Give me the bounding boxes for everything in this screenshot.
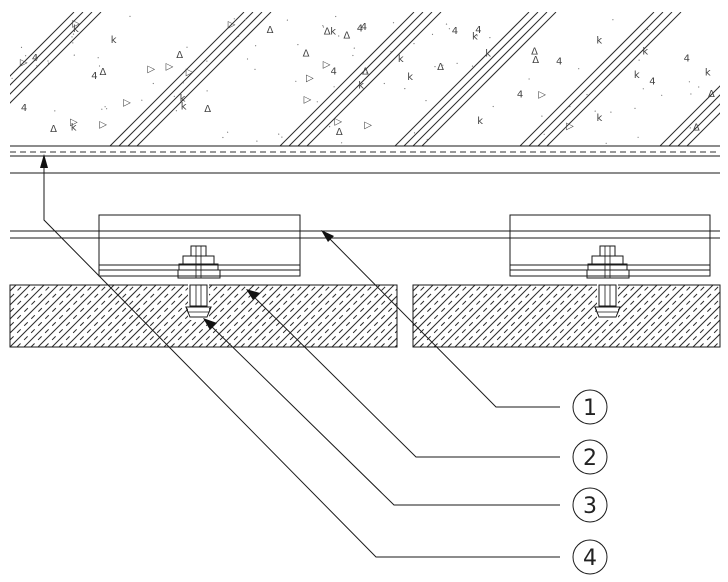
callout-2-number: 2 — [583, 446, 597, 471]
svg-text:Δ: Δ — [336, 127, 343, 138]
svg-text:k: k — [485, 48, 491, 59]
callout-2: 2 — [572, 439, 608, 475]
svg-text:4: 4 — [91, 71, 97, 82]
svg-text:4: 4 — [517, 90, 523, 101]
leader-4-arrowhead — [40, 154, 48, 168]
svg-text:Δ: Δ — [693, 123, 700, 134]
svg-text:4: 4 — [21, 103, 27, 114]
svg-text:4: 4 — [556, 56, 562, 67]
svg-text:Δ: Δ — [437, 62, 444, 73]
svg-text:▷: ▷ — [186, 67, 194, 78]
svg-text:▷: ▷ — [323, 59, 331, 70]
callout-1: 1 — [572, 389, 608, 425]
svg-text:k: k — [597, 113, 603, 124]
leader-1-arrowhead — [321, 230, 334, 242]
svg-text:▷: ▷ — [72, 18, 80, 29]
svg-text:4: 4 — [357, 23, 363, 34]
svg-text:Δ: Δ — [204, 104, 211, 115]
callout-4: 4 — [572, 539, 608, 575]
svg-text:▷: ▷ — [147, 64, 155, 75]
svg-text:Δ: Δ — [343, 30, 350, 41]
svg-text:▷: ▷ — [306, 73, 314, 84]
svg-text:Δ: Δ — [532, 55, 539, 66]
svg-text:▷: ▷ — [538, 90, 546, 101]
svg-text:Δ: Δ — [100, 67, 107, 78]
leader-4 — [40, 154, 560, 558]
svg-text:k: k — [181, 101, 187, 112]
callout-3-number: 3 — [583, 494, 597, 519]
board-left — [9, 284, 398, 348]
svg-text:4: 4 — [361, 22, 367, 33]
svg-text:Δ: Δ — [176, 50, 183, 61]
svg-text:k: k — [71, 123, 77, 134]
svg-text:k: k — [596, 35, 602, 46]
svg-text:k: k — [472, 32, 478, 43]
svg-text:4: 4 — [475, 25, 481, 36]
svg-text:▷: ▷ — [566, 121, 574, 132]
leader-3 — [203, 318, 560, 506]
svg-text:Δ: Δ — [50, 124, 57, 135]
svg-text:Δ: Δ — [708, 89, 715, 100]
svg-text:k: k — [477, 116, 483, 127]
leader-3-arrowhead — [203, 318, 217, 330]
svg-text:k: k — [180, 93, 186, 104]
svg-text:Δ: Δ — [267, 25, 274, 36]
svg-text:▷: ▷ — [20, 57, 28, 68]
leader-2-arrowhead — [246, 289, 260, 300]
svg-text:Δ: Δ — [324, 26, 331, 37]
svg-text:4: 4 — [452, 26, 458, 37]
svg-text:k: k — [642, 46, 648, 57]
svg-text:4: 4 — [331, 67, 337, 78]
callout-3: 3 — [572, 487, 608, 523]
svg-text:Δ: Δ — [531, 47, 538, 58]
leader-1 — [321, 230, 560, 408]
svg-text:▷: ▷ — [304, 94, 312, 105]
svg-text:▷: ▷ — [228, 19, 236, 30]
svg-text:k: k — [407, 72, 413, 83]
svg-text:k: k — [634, 70, 640, 81]
slab-hatch — [10, 12, 720, 146]
svg-text:4: 4 — [32, 53, 38, 64]
leader-2 — [246, 289, 560, 458]
svg-text:Δ: Δ — [362, 67, 369, 78]
svg-text:▷: ▷ — [334, 116, 342, 127]
rail — [10, 230, 720, 239]
callout-1-number: 1 — [583, 396, 597, 421]
svg-text:▷: ▷ — [166, 61, 174, 72]
svg-text:▷: ▷ — [70, 117, 78, 128]
svg-text:k: k — [111, 35, 117, 46]
callout-4-number: 4 — [583, 546, 597, 571]
svg-text:k: k — [73, 24, 79, 35]
svg-text:k: k — [358, 81, 364, 92]
board-right — [412, 284, 721, 348]
svg-text:k: k — [398, 54, 404, 65]
svg-text:k: k — [330, 26, 336, 37]
svg-text:Δ: Δ — [303, 49, 310, 60]
svg-text:4: 4 — [684, 53, 690, 64]
svg-text:▷: ▷ — [123, 97, 131, 108]
svg-text:▷: ▷ — [99, 119, 107, 130]
svg-text:▷: ▷ — [364, 120, 372, 131]
svg-text:4: 4 — [649, 77, 655, 88]
svg-text:k: k — [705, 67, 711, 78]
